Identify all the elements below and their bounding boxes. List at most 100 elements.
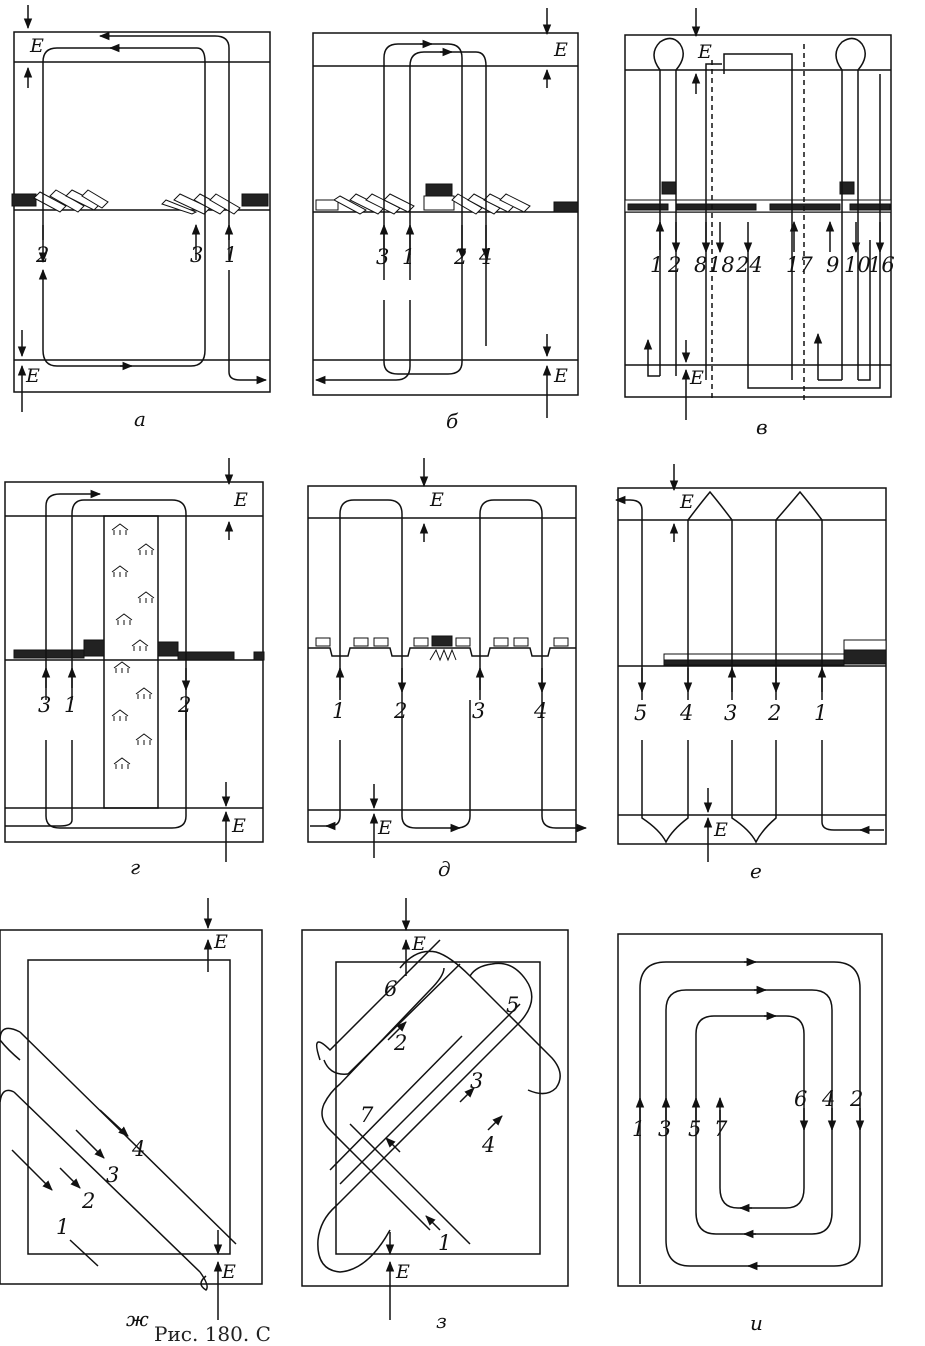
panel-a-e-label-top: E: [29, 35, 44, 57]
panel-v-turn-loop-left: [653, 37, 684, 71]
panel-b-path-label: 2: [453, 245, 467, 269]
panel-a-route-2-3: [38, 47, 206, 367]
panel-v-e-label-top: E: [697, 41, 712, 63]
panel-a-frame: [13, 31, 271, 393]
panel-b-swaths: [315, 183, 579, 215]
panel-v-path-label: 2: [667, 253, 681, 277]
panel-i-caption: и: [750, 1311, 763, 1335]
panel-e-path-label: 4: [679, 701, 693, 725]
panel-i-path-label: 4: [821, 1087, 835, 1111]
panel-g-frame: [4, 481, 264, 843]
panel-zh-frame-inner: [27, 959, 231, 1255]
panel-i-path-label: 6: [794, 1087, 807, 1111]
panel-zh-path-label: 3: [106, 1163, 119, 1187]
panel-b-e-label-top: E: [553, 39, 568, 61]
panel-v-e-label-bottom: E: [689, 367, 704, 389]
panel-z-e-label-top: E: [411, 933, 426, 955]
panel-b-frame: [312, 32, 579, 396]
panel-a: [11, 5, 271, 412]
panel-a-e-label-bottom: E: [25, 365, 40, 387]
panel-e-path-label: 2: [767, 701, 781, 725]
panel-z-frame-inner: [335, 961, 541, 1255]
panel-b-path-label: 1: [402, 245, 415, 269]
panel-b: [312, 8, 579, 418]
panel-e-caption: е: [750, 859, 762, 883]
panel-v-path-label: 8: [694, 253, 707, 277]
panel-i: [617, 933, 883, 1287]
panel-zh-e-label-top: E: [213, 931, 228, 953]
panel-zh-path-label: 1: [56, 1215, 69, 1239]
panel-z-e-label-bottom: E: [395, 1261, 410, 1283]
panel-i-path-label: 1: [632, 1117, 645, 1141]
panel-v-path-label: 18: [708, 253, 735, 277]
panel-v: [624, 8, 892, 420]
panel-z-path-label: 3: [470, 1069, 483, 1093]
panel-z-path-label: 2: [393, 1031, 407, 1055]
panel-a-path-label: 2: [35, 243, 49, 267]
panel-v-turn-loop-right: [835, 37, 866, 71]
panel-zh-e-label-bottom: E: [221, 1261, 236, 1283]
panel-g: [4, 458, 265, 862]
panel-g-path-label: 2: [177, 693, 191, 717]
panel-z-caption: з: [436, 1309, 447, 1333]
panel-g-path-label: 1: [64, 693, 77, 717]
panel-d-path-label: 1: [332, 699, 345, 723]
panel-g-forest-strip: [103, 515, 159, 809]
panel-v-frame: [624, 34, 892, 398]
panel-z-path-label: 6: [384, 977, 397, 1001]
panel-v-path-label: 24: [735, 253, 763, 277]
panel-v-path-label: 17: [786, 253, 813, 277]
panel-z: [301, 898, 569, 1320]
panel-a-route-1-bottom: [228, 270, 268, 385]
panel-a-route-1-top: [98, 31, 230, 240]
panel-a-path-label: 1: [224, 243, 237, 267]
panel-e-path-label: 3: [724, 701, 737, 725]
panel-g-e-label-top: E: [233, 489, 248, 511]
panel-i-path-label: 2: [849, 1087, 863, 1111]
panel-e-path-label: 5: [634, 701, 647, 725]
panel-g-caption: г: [130, 855, 140, 879]
panel-d: [307, 458, 588, 858]
panel-e-e-label-bottom: E: [713, 819, 728, 841]
panel-g-path-label: 3: [38, 693, 51, 717]
panel-d-caption: д: [438, 857, 451, 881]
panel-z-path-label: 1: [438, 1231, 451, 1255]
panel-b-path-label: 3: [376, 245, 389, 269]
panel-g-tree-icons: [111, 523, 155, 769]
panel-i-path-label: 5: [688, 1117, 701, 1141]
panel-d-path-label: 3: [472, 699, 485, 723]
figure-caption: Рис. 180. С: [154, 1322, 271, 1346]
panel-i-spiral-route: [639, 961, 861, 1284]
panel-v-path-label: 9: [826, 253, 839, 277]
panel-a-swaths: [11, 189, 269, 215]
panel-a-caption: а: [134, 407, 146, 431]
panel-b-e-label-bottom: E: [553, 365, 568, 387]
panel-b-route-outer: [383, 43, 463, 375]
panel-i-path-label: 3: [658, 1117, 671, 1141]
panel-e-path-label: 1: [814, 701, 827, 725]
panel-b-caption: б: [446, 409, 459, 433]
panel-zh: [0, 898, 263, 1320]
panel-d-e-label-top: E: [429, 489, 444, 511]
panel-e-e-label-top: E: [679, 491, 694, 513]
panel-d-route-1-2-3: [339, 499, 471, 829]
panel-zh-path-label: 4: [131, 1137, 145, 1161]
panel-v-path-label: 16: [868, 253, 895, 277]
panel-v-caption: в: [756, 415, 768, 439]
panel-z-path-label: 5: [506, 993, 519, 1017]
panel-z-path-label: 7: [360, 1103, 374, 1127]
panel-z-path-label: 4: [481, 1133, 495, 1157]
panel-d-frame: [307, 485, 577, 843]
panel-z-frame-outer: [301, 929, 569, 1287]
panel-a-path-label: 3: [190, 243, 203, 267]
panel-d-path-label: 2: [393, 699, 407, 723]
panel-zh-diagonal-4: [19, 1031, 237, 1245]
panel-g-e-label-bottom: E: [231, 815, 246, 837]
panel-d-path-label: 4: [533, 699, 547, 723]
panel-z-route-outer: [317, 962, 533, 1273]
panel-zh-path-label: 2: [81, 1189, 95, 1213]
panel-i-frame: [617, 933, 883, 1287]
panel-i-path-label: 7: [714, 1117, 728, 1141]
panel-v-path-label: 10: [844, 253, 871, 277]
